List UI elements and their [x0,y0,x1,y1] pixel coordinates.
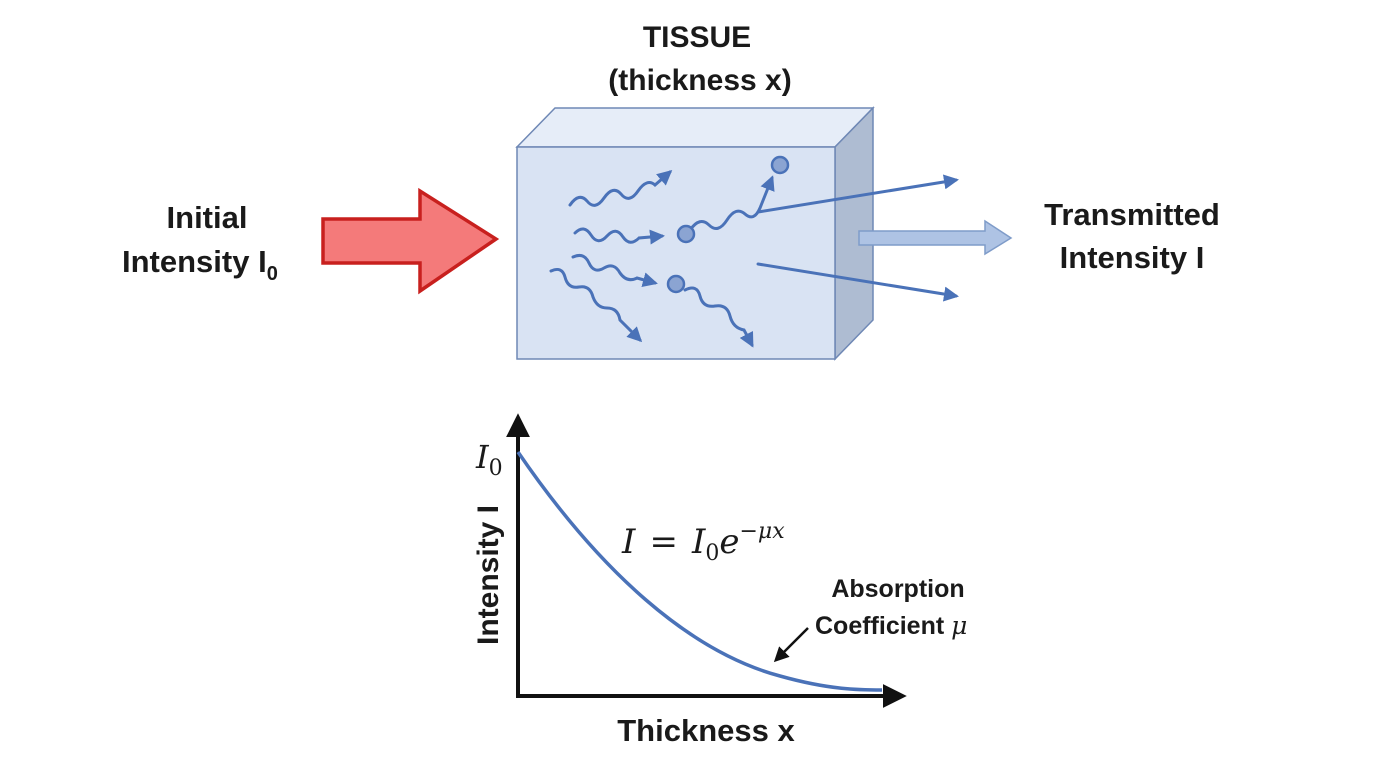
annotation-text: Coefficient [815,612,951,640]
photon-wave-4 [549,268,643,343]
initial-label-line1: Initial [167,200,248,235]
initial-label-text: Intensity I [122,244,267,279]
annotation-line2: Coefficient μ [815,611,967,640]
formula-exp-base: e [719,522,739,562]
y-axis-label: Intensity I [472,505,505,645]
tissue-top-face [515,107,875,148]
initial-label-subscript: 0 [267,263,278,285]
formula-exponent: −μx [740,519,786,544]
formula: I=I0e−μx [621,519,785,566]
transmitted-ray-lower [756,262,959,302]
photon-wave-6 [683,286,754,348]
scattering-particle-1 [676,224,696,244]
decay-curve [516,451,883,692]
annotation-symbol: μ [951,611,967,640]
scattering-particle-2 [770,155,790,175]
y-start-label-sub: 0 [489,456,503,481]
annotation-line1: Absorption [831,575,964,603]
transmitted-label-line2: Intensity I [1060,240,1205,275]
graph: I0 Intensity I Thickness x I=I0e−μx Abso… [472,413,967,748]
formula-lhs: I [621,522,636,562]
photon-paths [549,170,959,348]
tissue-front-face [516,146,836,360]
annotation-pointer [773,627,809,663]
tissue-subtitle: (thickness x) [608,64,791,97]
transmitted-arrow [858,219,1013,256]
scattering-particle-3 [666,274,686,294]
x-axis-label: Thickness x [617,713,795,748]
photon-wave-5 [688,175,775,232]
transmitted-label-line1: Transmitted [1044,197,1220,232]
tissue-title: TISSUE [643,21,751,54]
formula-base: I [691,522,706,562]
formula-equals: = [649,522,678,562]
photon-wave-2 [573,227,665,245]
tissue-block [515,106,875,361]
scattering-centers [666,155,790,294]
photon-wave-1 [568,170,673,207]
photon-wave-3 [571,254,658,288]
formula-base-sub: 0 [705,541,719,566]
y-start-label: I0 [475,438,503,481]
y-start-label-main: I [475,438,490,476]
transmitted-ray-upper [756,174,959,214]
incident-arrow [321,187,500,295]
initial-label-line2: Intensity I0 [122,244,278,285]
